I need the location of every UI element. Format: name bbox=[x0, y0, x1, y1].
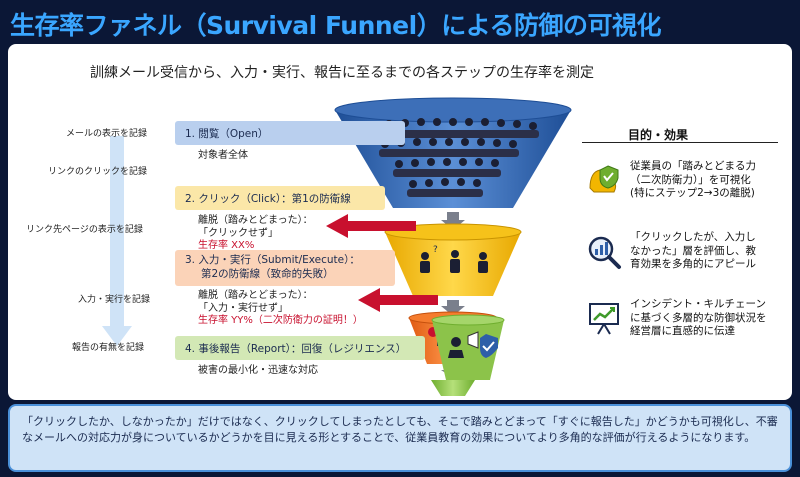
people-icon bbox=[420, 250, 488, 273]
page-title: 生存率ファネル（Survival Funnel）による防御の可視化 bbox=[10, 11, 661, 40]
drop-arrow-2 bbox=[326, 214, 416, 238]
purpose-item-1-line2: （二次防衛力）」を可視化 bbox=[630, 173, 751, 186]
stage-2-label: 2. クリック（Click）：第1の防衛線 bbox=[175, 186, 385, 210]
stage-1-sub: 対象者全体 bbox=[198, 150, 248, 161]
purpose-item-3-line1: インシデント・キルチェーン bbox=[630, 298, 766, 310]
purpose-item-3-line2: に基づく多層的な防御状況を bbox=[630, 311, 767, 324]
purpose-item-3: インシデント・キルチェーン に基づく多層的な防御状況を 経営層に直感的に伝達 bbox=[630, 298, 767, 339]
magnifier-chart-icon bbox=[588, 236, 621, 269]
stage-4-sub: 被害の最小化・迅速な対応 bbox=[198, 365, 318, 376]
stage-3-survival-rate: 生存率 YY%（二次防衛力の証明！） bbox=[198, 315, 363, 326]
stage-3-label-line1: 3. 入力・実行（Submit/Execute）： bbox=[185, 254, 360, 266]
purpose-item-2-line1: 「クリックしたが、入力し bbox=[630, 231, 756, 243]
funnel-stage-4-body bbox=[431, 314, 505, 380]
purpose-item-2: 「クリックしたが、入力し なかった」層を評価し、教 育効果を多角的にアピール bbox=[630, 231, 756, 272]
stage-3-drop: 離脱（踏みとどまった）： 「入力・実行せず」 生存率 YY%（二次防衛力の証明！… bbox=[198, 290, 363, 328]
stage-4-label: 4. 事後報告（Report）：回復（レジリエンス） bbox=[175, 336, 425, 360]
left-tag-open: メールの表示を記録 bbox=[66, 129, 148, 139]
purpose-divider bbox=[582, 142, 778, 143]
stage-3-drop-line2: 「入力・実行せず」 bbox=[198, 302, 288, 314]
svg-text:?: ? bbox=[433, 245, 438, 255]
drop-arrow-3 bbox=[358, 288, 438, 312]
funnel-stage-4 bbox=[431, 380, 475, 396]
shield-arm-icon bbox=[589, 165, 619, 193]
purpose-item-1-line1: 従業員の「踏みとどまる力 bbox=[630, 160, 756, 172]
footer-summary: 「クリックしたか、しなかったか」だけではなく、クリックしてしまったとしても、そこ… bbox=[8, 404, 792, 472]
left-tag-submit: 入力・実行を記録 bbox=[78, 295, 151, 305]
stage-3-label-line2: 第2の防衛線（致命的失敗） bbox=[201, 268, 334, 280]
stage-2-drop: 離脱（踏みとどまった）： 「クリックせず」 生存率 XX% bbox=[198, 215, 313, 253]
stage-2-drop-line2: 「クリックせず」 bbox=[198, 227, 278, 239]
left-tag-report: 報告の有無を記録 bbox=[72, 343, 145, 353]
diagram-panel: 訓練メール受信から、入力・実行、報告に至るまでの各ステップの生存率を測定 メール… bbox=[8, 44, 792, 400]
stage-1-label: 1. 閲覧（Open） bbox=[175, 121, 405, 145]
purpose-item-2-line2: なかった」層を評価し、教 bbox=[630, 244, 756, 257]
presentation-board-icon bbox=[589, 303, 619, 335]
left-tag-page-view: リンク先ページの表示を記録 bbox=[26, 225, 143, 235]
stage-2-drop-line1: 離脱（踏みとどまった）： bbox=[198, 215, 313, 226]
purpose-item-2-line3: 育効果を多角的にアピール bbox=[630, 258, 756, 270]
purpose-title: 目的・効果 bbox=[628, 128, 689, 142]
purpose-item-1-line3: (特にステップ2→3の離脱) bbox=[630, 187, 755, 199]
purpose-item-3-line3: 経営層に直感的に伝達 bbox=[630, 325, 735, 337]
stage-3-drop-line1: 離脱（踏みとどまった）： bbox=[198, 290, 313, 301]
left-progress-arrow bbox=[102, 136, 132, 346]
stage-2-survival-rate: 生存率 XX% bbox=[198, 240, 255, 251]
left-tag-click: リンクのクリックを記録 bbox=[48, 167, 148, 177]
diagram-subtitle: 訓練メール受信から、入力・実行、報告に至るまでの各ステップの生存率を測定 bbox=[90, 65, 594, 81]
purpose-item-1: 従業員の「踏みとどまる力 （二次防衛力）」を可視化 (特にステップ2→3の離脱) bbox=[630, 160, 756, 201]
stage-3-label: 3. 入力・実行（Submit/Execute）： 第2の防衛線（致命的失敗） bbox=[175, 250, 395, 286]
